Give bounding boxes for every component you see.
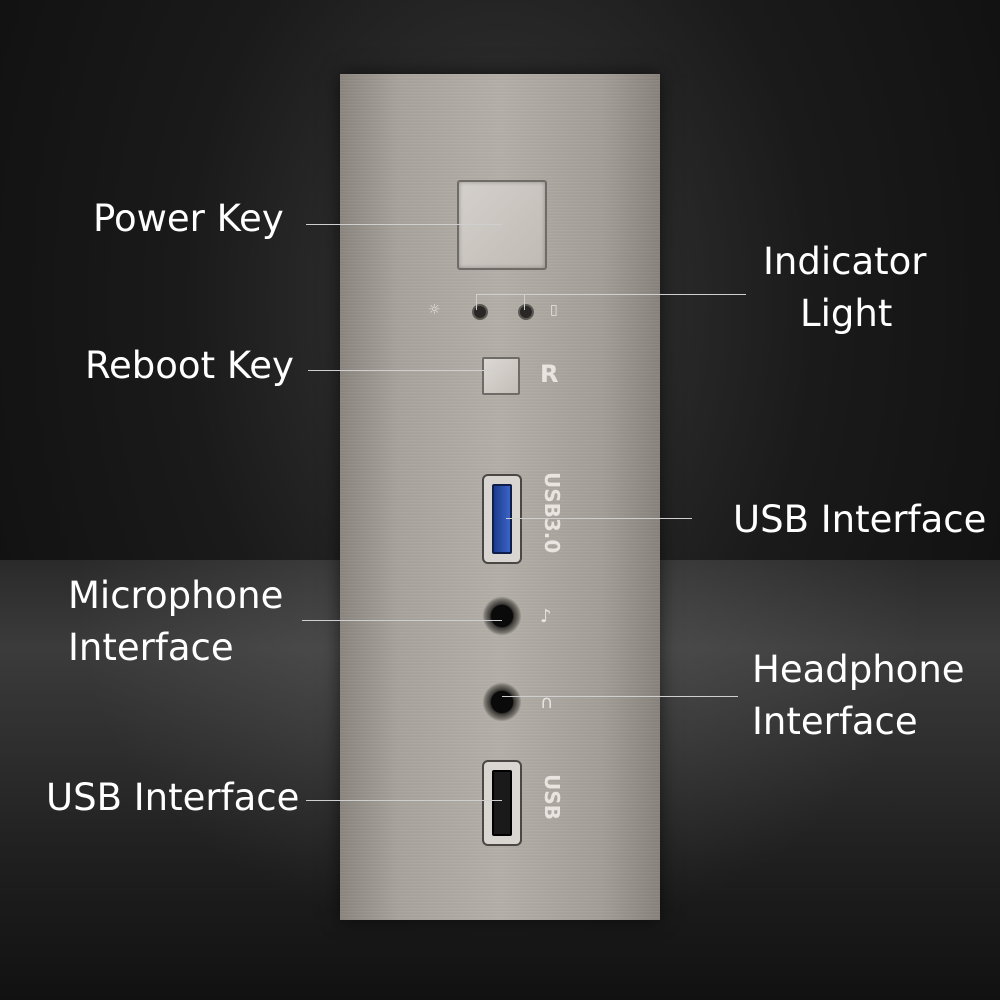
usb-port[interactable] — [482, 760, 522, 846]
reboot-key-leader-line — [308, 370, 502, 371]
headphone-leader-line — [502, 696, 738, 697]
reboot-key-button[interactable] — [482, 357, 520, 395]
power-key-leader-line — [306, 224, 502, 225]
power-key-label: Power Key — [93, 197, 284, 240]
power-key-button[interactable] — [457, 180, 547, 270]
usb-interface-bottom-label: USB Interface — [46, 776, 300, 819]
bulb-icon: ☼ — [428, 302, 441, 318]
usb3-port[interactable] — [482, 474, 522, 564]
indicator-leader-line — [476, 294, 746, 295]
microphone-label-line1: Microphone — [68, 574, 284, 617]
headphone-icon: ∩ — [540, 692, 554, 713]
usb3-leader-line — [506, 518, 692, 519]
reboot-marking: R — [540, 360, 559, 388]
usb3-marking: USB3.0 — [540, 472, 564, 554]
indicator-leader-drop-2 — [524, 294, 525, 310]
microphone-leader-line — [302, 620, 502, 621]
indicator-label-line1: Indicator — [763, 240, 927, 283]
disk-icon: ▯ — [550, 302, 558, 318]
indicator-leader-drop-1 — [476, 294, 477, 310]
hdd-indicator-led — [518, 304, 534, 320]
headphone-label-line1: Headphone — [752, 648, 965, 691]
indicator-label-line2: Light — [800, 292, 893, 335]
power-indicator-led — [472, 304, 488, 320]
usb-leader-line — [306, 800, 502, 801]
usb-interface-top-label: USB Interface — [733, 498, 987, 541]
usb-marking: USB — [540, 774, 564, 820]
microphone-jack[interactable] — [482, 596, 522, 636]
front-io-panel: ☼ ▯ R USB3.0 ♪ ∩ USB — [340, 74, 660, 920]
microphone-icon: ♪ — [540, 606, 552, 627]
headphone-label-line2: Interface — [752, 700, 918, 743]
reboot-key-label: Reboot Key — [85, 344, 294, 387]
microphone-label-line2: Interface — [68, 626, 234, 669]
headphone-jack[interactable] — [482, 682, 522, 722]
